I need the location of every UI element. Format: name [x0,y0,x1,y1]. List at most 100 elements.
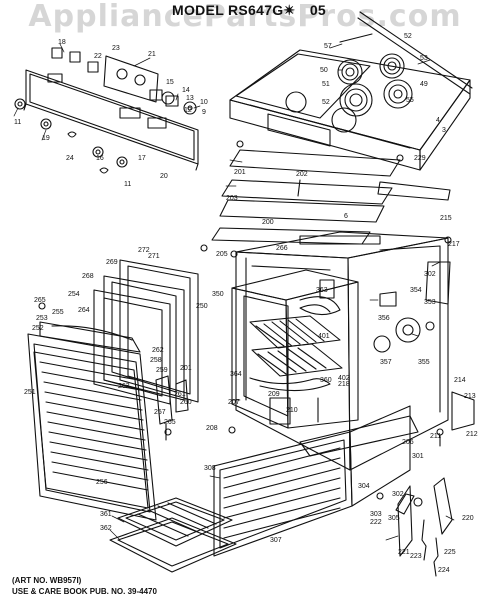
callout-229: 229 [414,155,426,162]
callout-210: 210 [286,407,298,414]
callout-18: 18 [58,39,66,46]
callout-357: 357 [380,359,392,366]
callout-258: 258 [150,357,162,364]
control-knobs [14,91,197,174]
callout-271: 271 [148,253,160,260]
callout-363: 363 [316,287,328,294]
callout-207: 207 [228,399,240,406]
callout-201: 201 [234,169,246,176]
callout-260: 260 [180,399,192,406]
callout-259: 259 [156,367,168,374]
callout-218: 218 [338,381,350,388]
callout-251: 251 [24,389,36,396]
callout-361: 361 [100,511,112,518]
callout-14: 14 [182,87,190,94]
callout-52: 52 [404,33,412,40]
callout-57: 57 [324,43,332,50]
callout-266: 266 [276,245,288,252]
callout-250: 250 [196,303,208,310]
callout-17: 17 [138,155,146,162]
oven-door-outer-panel [27,321,157,521]
art-number: (ART NO. WB957I) [12,576,82,585]
callout-49: 49 [420,81,428,88]
callout-272: 272 [138,247,150,254]
callout-223: 223 [410,553,422,560]
callout-16: 16 [96,155,104,162]
cooktop-rails [339,11,473,95]
callout-255: 255 [52,309,64,316]
callout-301: 301 [412,453,424,460]
callout-307: 307 [270,537,282,544]
callout-205: 205 [216,251,228,258]
callout-52: 52 [322,99,330,106]
callout-263: 263 [118,383,130,390]
callout-269: 269 [106,259,118,266]
callout-208: 208 [206,425,218,432]
drip-tray-stack [211,149,451,245]
callout-257: 257 [154,409,166,416]
door-hinges [155,375,189,441]
callout-212: 212 [466,431,478,438]
callout-302: 302 [424,271,436,278]
callout-355: 355 [418,359,430,366]
storage-drawer [213,405,419,557]
callout-13: 13 [186,95,194,102]
callout-50: 50 [320,67,328,74]
callout-201: 201 [180,365,192,372]
callout-356: 356 [378,315,390,322]
callout-222: 222 [370,519,382,526]
control-panel [23,47,199,171]
callout-4: 4 [436,117,440,124]
callout-353: 353 [424,299,436,306]
range-cabinet [235,231,449,471]
callout-6: 6 [344,213,348,220]
surface-burners [285,53,413,133]
side-bracket [379,261,475,431]
callout-224: 224 [438,567,450,574]
callout-303: 303 [370,511,382,518]
callout-214: 214 [454,377,466,384]
callout-23: 23 [112,45,120,52]
callout-209: 209 [268,391,280,398]
oven-cavity [231,269,359,429]
callout-254: 254 [68,291,80,298]
callout-11: 11 [124,181,131,188]
callout-220: 220 [462,515,474,522]
callout-3: 3 [442,127,446,134]
watermark: AppliancePartsPros.com [28,0,462,34]
callout-20: 20 [160,173,168,180]
callout-268: 268 [82,273,94,280]
callout-364: 364 [230,371,242,378]
callout-15: 15 [166,79,174,86]
callout-253: 253 [36,315,48,322]
callout-11: 11 [14,119,21,126]
callout-215: 215 [440,215,452,222]
cooktop [229,49,471,171]
broiler-pan [109,497,237,573]
callout-350: 350 [212,291,224,298]
callout-24: 24 [66,155,74,162]
callout-221: 221 [398,549,410,556]
callout-211: 211 [430,433,441,440]
callout-22: 22 [94,53,102,60]
callout-21: 21 [148,51,156,58]
oven-racks [249,315,343,377]
callout-360: 360 [320,377,332,384]
callout-12: 12 [184,107,192,114]
diagram-title: MODEL RS647G✴ 05 [172,2,326,18]
callout-354: 354 [410,287,422,294]
callout-53: 53 [420,55,428,62]
callout-10: 10 [200,99,208,106]
callout-262: 262 [152,347,164,354]
callout-401: 401 [318,333,330,340]
callout-55: 55 [406,97,414,104]
callout-264: 264 [78,307,90,314]
use-care-book-number: USE & CARE BOOK PUB. NO. 39-4470 [12,587,157,596]
callout-51: 51 [322,81,330,88]
drawer-slides [376,428,453,577]
callout-265: 265 [164,419,176,426]
callout-252: 252 [32,325,44,332]
callout-9: 9 [202,109,206,116]
